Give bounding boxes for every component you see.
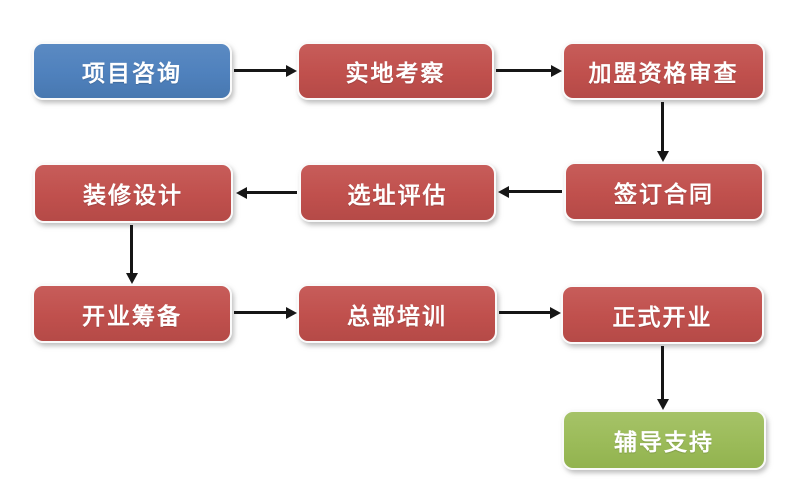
node-decoration-design: 装修设计 [33,163,233,223]
node-site-evaluation: 选址评估 [299,163,496,222]
arrow-headquarters-training-to-official-opening [499,311,551,314]
node-opening-preparation: 开业筹备 [32,284,232,343]
arrow-site-evaluation-to-decoration-design [246,191,297,194]
arrow-sign-contract-to-site-evaluation [508,190,562,193]
arrow-official-opening-to-coaching-support [661,346,664,400]
arrow-project-consultation-to-site-visit [234,69,287,72]
node-site-visit: 实地考察 [297,42,494,100]
arrow-opening-preparation-to-headquarters-training [234,311,287,314]
node-official-opening: 正式开业 [561,285,764,344]
arrow-decoration-design-to-opening-preparation [130,225,133,274]
node-headquarters-training: 总部培训 [297,284,497,343]
node-project-consultation: 项目咨询 [32,42,232,100]
node-qualification-review: 加盟资格审查 [562,42,765,100]
arrow-qualification-review-to-sign-contract [661,102,664,152]
node-sign-contract: 签订合同 [564,162,764,221]
arrow-site-visit-to-qualification-review [496,69,552,72]
node-coaching-support: 辅导支持 [562,410,766,470]
